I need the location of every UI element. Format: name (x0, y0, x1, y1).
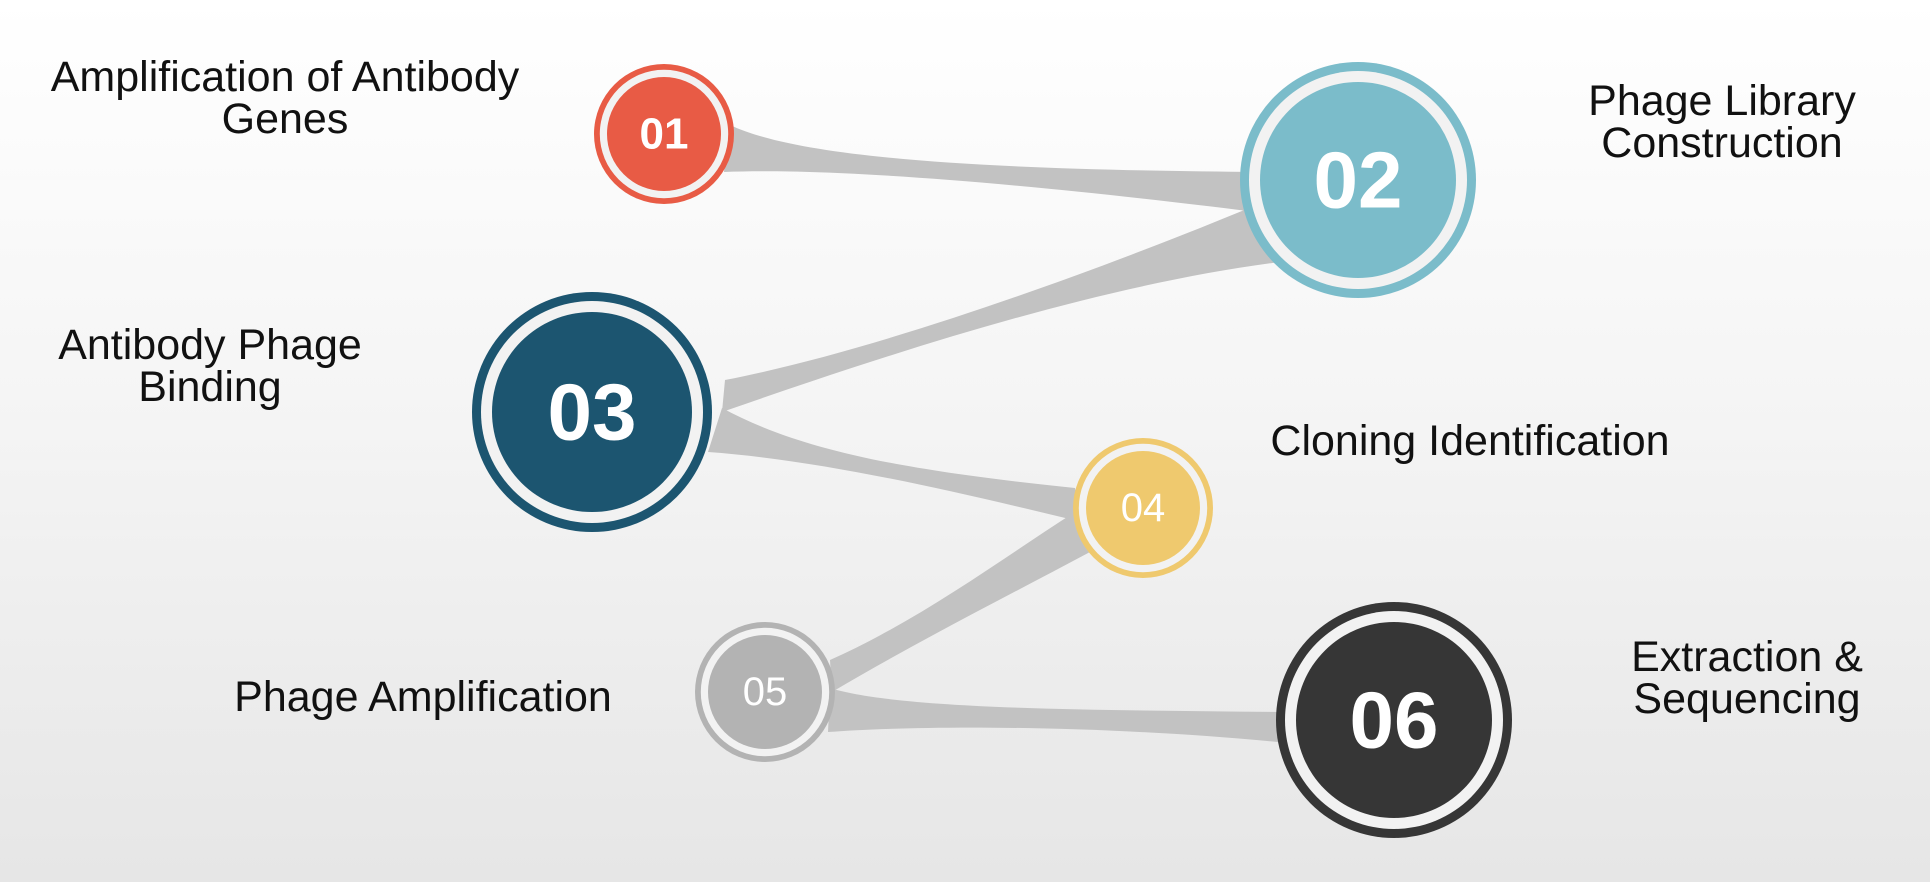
connectors (708, 124, 1280, 742)
step-label-04-line-1: Cloning Identification (1270, 417, 1670, 465)
step-label-06-line-2: Sequencing (1633, 675, 1861, 723)
step-circle-01: 01 (594, 64, 734, 204)
step-circle-03: 03 (472, 292, 712, 532)
step-circle-06: 06 (1276, 602, 1512, 838)
step-label-06: Extraction & Sequencing (1631, 633, 1863, 723)
step-circle-inner-01 (607, 77, 721, 191)
step-circle-02: 02 (1240, 62, 1476, 298)
step-circle-inner-03 (492, 312, 692, 512)
step-label-01-line-2: Genes (221, 95, 349, 143)
step-label-01-line-1: Amplification of Antibody (50, 53, 520, 101)
step-label-02-line-2: Construction (1601, 119, 1843, 167)
step-circle-inner-06 (1296, 622, 1492, 818)
step-label-03-line-1: Antibody Phage (58, 321, 362, 369)
step-label-05: Phage Amplification (234, 673, 612, 721)
step-number-04: 04 (1121, 486, 1166, 530)
step-label-03: Antibody Phage Binding (58, 321, 362, 411)
step-number-02: 02 (1314, 136, 1403, 225)
connector-4-to-5 (830, 512, 1090, 692)
step-circle-inner-04 (1086, 451, 1200, 565)
connector-2-to-3 (722, 206, 1280, 412)
step-label-05-line-1: Phage Amplification (234, 673, 612, 721)
step-circle-inner-02 (1260, 82, 1456, 278)
step-number-06: 06 (1350, 676, 1439, 765)
step-circle-04: 04 (1073, 438, 1213, 578)
step-label-06-line-1: Extraction & (1631, 633, 1863, 681)
step-circle-05: 05 (695, 622, 835, 762)
step-label-01: Amplification of Antibody Genes (50, 53, 520, 143)
step-circles: 01 02 03 04 05 06 (472, 62, 1512, 838)
step-number-05: 05 (743, 670, 788, 714)
step-number-03: 03 (548, 368, 637, 457)
connector-5-to-6 (828, 688, 1278, 742)
step-number-01: 01 (640, 110, 689, 159)
connector-1-to-2 (724, 124, 1262, 212)
step-label-04: Cloning Identification (1270, 417, 1670, 465)
step-label-03-line-2: Binding (138, 363, 282, 411)
step-label-02-line-1: Phage Library (1588, 77, 1856, 125)
step-circle-inner-05 (708, 635, 822, 749)
connector-3-to-4 (708, 408, 1082, 522)
step-label-02: Phage Library Construction (1588, 77, 1856, 167)
